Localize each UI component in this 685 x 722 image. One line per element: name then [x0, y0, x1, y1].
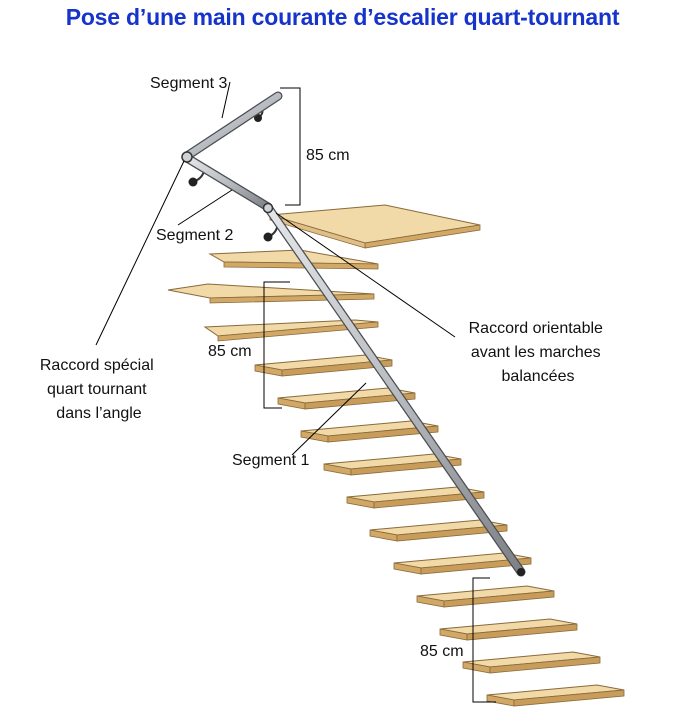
straight-step	[323, 453, 462, 476]
handrail-segment-1	[264, 204, 526, 577]
winder-step	[208, 249, 379, 270]
label-height-bottom: 85 cm	[420, 643, 464, 660]
straight-steps	[254, 354, 625, 707]
leader-raccord-special	[95, 160, 185, 346]
straight-step	[416, 585, 555, 608]
labels: Segment 3 Segment 2 Segment 1 85 cm 85 c…	[40, 75, 608, 660]
handrail-segment-3	[182, 91, 283, 161]
straight-step	[277, 387, 416, 410]
handrail	[181, 91, 526, 577]
handrail-segment-2	[182, 153, 273, 212]
straight-step	[486, 684, 625, 707]
leader-segment-3	[221, 81, 231, 119]
straight-step	[462, 651, 601, 674]
leader-raccord-orientable	[275, 212, 456, 338]
straight-step	[439, 618, 578, 641]
dimension-bottom	[472, 577, 496, 703]
winder-step	[203, 319, 379, 342]
label-segment-3: Segment 3	[150, 75, 227, 92]
orientable-fitting-icon	[262, 202, 274, 214]
winder-steps	[167, 249, 379, 342]
leader-segment-1	[291, 382, 367, 456]
leader-lines	[95, 81, 456, 456]
winder-step	[167, 283, 375, 304]
dimension-top	[280, 87, 301, 206]
straight-step	[300, 420, 439, 443]
landing	[269, 204, 481, 249]
page-title: Pose d’une main courante d’escalier quar…	[65, 4, 620, 30]
straight-step	[369, 519, 508, 542]
label-raccord-special: Raccord spécial quart tournant dans l’an…	[40, 357, 158, 422]
dimension-lines	[263, 87, 496, 703]
straight-step	[346, 486, 485, 509]
straight-step	[254, 354, 393, 377]
wall-brackets	[188, 107, 279, 242]
dimension-mid	[263, 281, 290, 409]
corner-fitting-icon	[181, 151, 193, 163]
rail-end-cap-icon	[517, 568, 525, 576]
label-height-mid: 85 cm	[208, 343, 252, 360]
label-height-top: 85 cm	[306, 147, 350, 164]
straight-step	[393, 552, 532, 575]
label-raccord-orientable: Raccord orientable avant les marches bal…	[469, 320, 608, 385]
label-segment-2: Segment 2	[156, 227, 233, 244]
label-segment-1: Segment 1	[232, 452, 309, 469]
leader-segment-2	[177, 189, 233, 226]
